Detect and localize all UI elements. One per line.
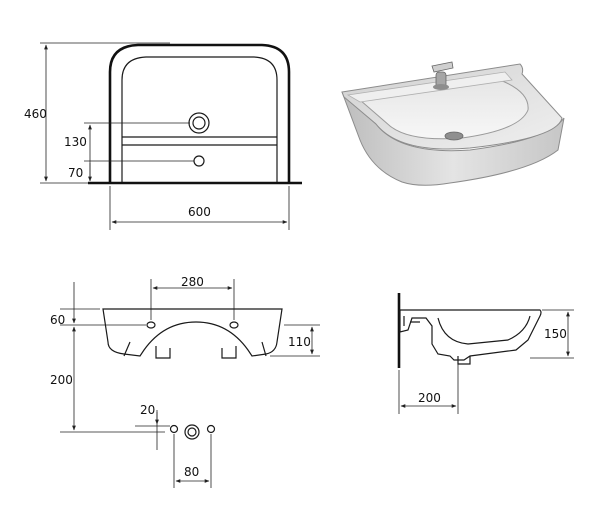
front-view-pedestal [155,346,171,359]
top-view: 460 130 70 600 [24,42,302,230]
dim-label-70: 70 [68,166,83,180]
dim-label-130: 130 [64,135,87,149]
dim-label-20: 20 [140,403,155,417]
dim-label-110: 110 [288,335,311,349]
tap-hole-inner-icon [192,116,206,130]
mounting-detail: 20 80 [135,403,216,488]
dim-label-460: 460 [24,107,47,121]
sink-render-drain-icon [444,131,464,141]
faucet-icon [431,61,454,90]
side-view-section [399,309,542,361]
drain-hole-icon [193,155,205,167]
front-hole-left-icon [146,321,156,329]
front-hole-right-icon [229,321,239,329]
dim-label-80: 80 [184,465,199,479]
front-view-pedestal-right [221,346,237,359]
front-view-outline [102,308,283,357]
mount-hole-right-icon [206,424,216,434]
top-view-outline [108,43,291,182]
side-view-overflow [403,316,420,326]
side-view: 200 150 [397,293,574,414]
dim-label-600: 600 [188,205,211,219]
front-view: 280 60 200 110 [50,275,320,433]
dim-label-150: 150 [544,327,567,341]
mount-drain-outer-icon [184,424,200,440]
dim-label-depth-200: 200 [418,391,441,405]
mount-drain-inner-icon [187,427,197,437]
top-view-inner-bowl [121,56,278,182]
sink-render-shelf [346,71,513,103]
sink-render [341,61,565,186]
mount-hole-left-icon [169,424,179,434]
dim-label-200: 200 [50,373,73,387]
dim-label-280: 280 [181,275,204,289]
sink-render-body [341,91,565,186]
side-view-bowl-inner [437,315,531,345]
side-view-foot [457,356,471,365]
tap-hole-icon [188,112,210,134]
dim-label-60: 60 [50,313,65,327]
